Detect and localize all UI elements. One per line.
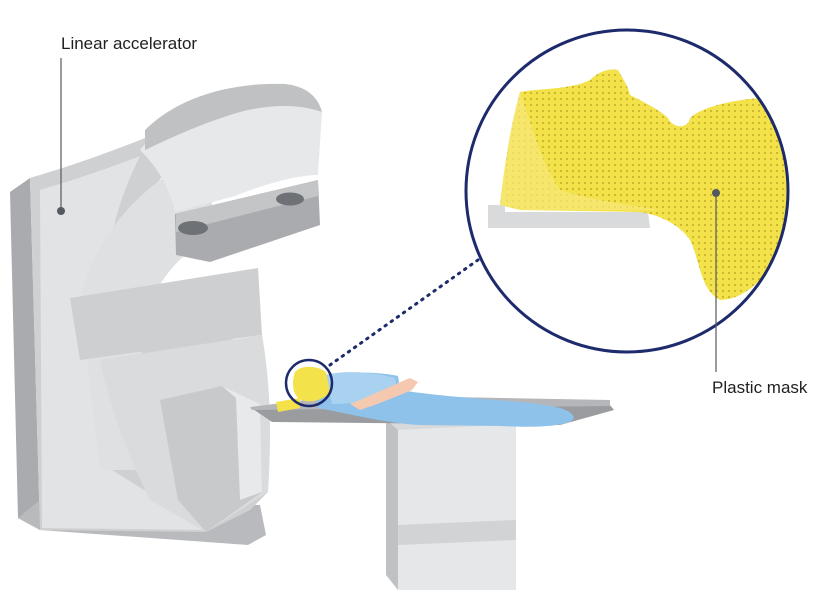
plastic-mask-label: Plastic mask	[712, 378, 807, 398]
leader-linac-dot	[57, 207, 65, 215]
leader-mask-dot	[712, 189, 720, 197]
linear-accelerator	[10, 84, 322, 545]
linear-accelerator-label: Linear accelerator	[61, 34, 197, 54]
patient-head-mask	[293, 367, 330, 402]
linac-head-port-right	[276, 193, 304, 206]
couch-pedestal-front	[398, 424, 516, 590]
zoom-connector	[330, 250, 492, 365]
mask-detail	[466, 30, 800, 352]
couch-pedestal-side	[386, 420, 398, 590]
linac-head-port-left	[178, 221, 208, 235]
